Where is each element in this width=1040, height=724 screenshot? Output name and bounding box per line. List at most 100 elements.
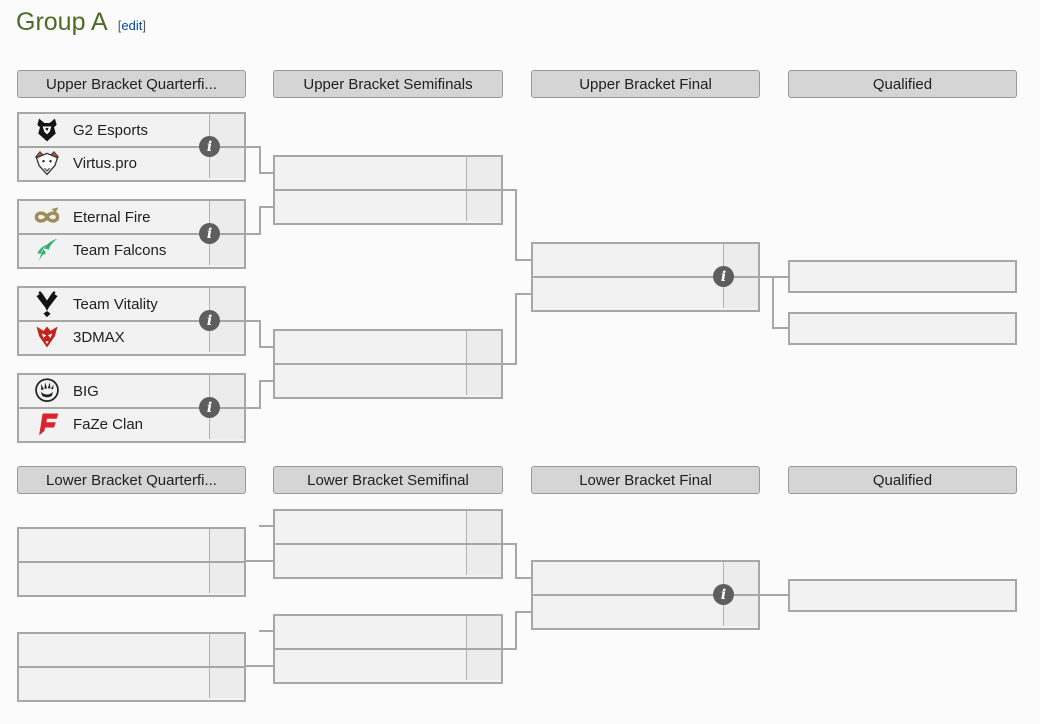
bracket-connector <box>259 206 261 235</box>
qualified-slot-2 <box>788 312 1017 345</box>
score-cell <box>466 545 501 575</box>
score-cell <box>209 529 244 561</box>
match-lb-qf1 <box>17 527 246 597</box>
team-falcons-logo <box>32 236 62 264</box>
bracket-connector <box>503 363 517 365</box>
bracket-connector <box>760 594 788 596</box>
bracket-connector <box>515 543 517 579</box>
match-lb-sf1 <box>273 509 503 579</box>
team-row-empty <box>275 189 501 221</box>
match-info-icon[interactable]: i <box>199 136 220 157</box>
edit-section: [edit] <box>118 18 146 33</box>
team-row-empty <box>275 363 501 395</box>
team-vitality-logo <box>32 290 62 318</box>
header-lower-qualified: Qualified <box>788 466 1017 494</box>
header-lower-semifinal: Lower Bracket Semifinal <box>273 466 503 494</box>
team-name: Eternal Fire <box>73 208 151 226</box>
edit-close-bracket: ] <box>142 18 146 33</box>
bracket-connector <box>515 611 531 613</box>
bracket-connector <box>772 276 774 329</box>
bracket-connector <box>259 380 273 382</box>
bracket-connector <box>246 320 260 322</box>
page-header: Group A [edit] <box>16 8 146 37</box>
team-row-empty <box>19 666 244 698</box>
bracket-connector <box>246 665 273 667</box>
score-cell <box>466 365 501 395</box>
team-row[interactable]: Team Falcons <box>19 233 244 265</box>
big-logo <box>32 377 62 405</box>
score-cell <box>209 563 244 593</box>
bracket-connector <box>515 259 531 261</box>
header-upper-semifinals: Upper Bracket Semifinals <box>273 70 503 98</box>
score-cell <box>466 157 501 189</box>
team-name: BIG <box>73 382 99 400</box>
faze-clan-logo <box>32 410 62 438</box>
team-name: G2 Esports <box>73 121 149 139</box>
score-cell <box>209 634 244 666</box>
team-row[interactable]: Virtus.pro <box>19 146 244 178</box>
match-info-icon[interactable]: i <box>199 397 220 418</box>
header-lower-quarterfinals: Lower Bracket Quarterfi... <box>17 466 246 494</box>
team-name: 3DMAX <box>73 328 125 346</box>
score-cell <box>466 191 501 221</box>
header-upper-quarterfinals: Upper Bracket Quarterfi... <box>17 70 246 98</box>
qualified-slot-3 <box>788 579 1017 612</box>
bracket-connector <box>772 327 788 329</box>
eternal-fire-logo <box>32 203 62 231</box>
match-lb-qf2 <box>17 632 246 702</box>
match-info-icon[interactable]: i <box>713 584 734 605</box>
team-row-empty <box>275 331 501 363</box>
match-info-icon[interactable]: i <box>199 223 220 244</box>
team-name: Team Vitality <box>73 295 158 313</box>
bracket-connector <box>259 346 273 348</box>
bracket-connector <box>259 146 261 174</box>
edit-open-bracket: [ <box>117 18 122 33</box>
team-row-empty <box>19 529 244 561</box>
bracket-connector <box>246 407 260 409</box>
header-upper-qualified: Qualified <box>788 70 1017 98</box>
team-row-empty <box>19 634 244 666</box>
header-upper-final: Upper Bracket Final <box>531 70 760 98</box>
edit-link[interactable]: edit <box>121 18 143 33</box>
match-ub-sf2 <box>273 329 503 399</box>
bracket-connector <box>259 172 273 174</box>
bracket-connector <box>515 577 531 579</box>
score-cell <box>466 650 501 680</box>
match-ub-sf1 <box>273 155 503 225</box>
team-name: Virtus.pro <box>73 154 137 172</box>
g2-esports-logo <box>32 116 62 144</box>
bracket-connector <box>503 648 517 650</box>
bracket-connector <box>259 206 273 208</box>
score-cell <box>466 331 501 363</box>
team-row-empty <box>275 616 501 648</box>
score-cell <box>209 668 244 698</box>
virtus-pro-logo <box>32 149 62 177</box>
3dmax-logo <box>32 323 62 351</box>
match-info-icon[interactable]: i <box>199 310 220 331</box>
bracket-connector <box>259 525 273 527</box>
team-row-empty <box>275 157 501 189</box>
score-cell <box>466 511 501 543</box>
match-ub-qf3: Team Vitality 3DMAX <box>17 286 246 356</box>
team-row[interactable]: G2 Esports <box>19 114 244 146</box>
bracket-connector <box>515 611 517 650</box>
bracket-connector <box>246 146 260 148</box>
bracket-connector <box>246 560 273 562</box>
team-name: Team Falcons <box>73 241 167 259</box>
bracket-connector <box>503 543 517 545</box>
match-ub-qf1: G2 Esports Virtus.pro <box>17 112 246 182</box>
team-row-empty <box>275 648 501 680</box>
bracket-connector <box>515 293 531 295</box>
qualified-slot-1 <box>788 260 1017 293</box>
bracket-connector <box>515 293 517 365</box>
bracket-connector <box>503 189 517 191</box>
match-info-icon[interactable]: i <box>713 266 734 287</box>
bracket-connector <box>760 276 788 278</box>
team-row-empty <box>275 543 501 575</box>
header-lower-final: Lower Bracket Final <box>531 466 760 494</box>
bracket-connector <box>259 380 261 409</box>
bracket-connector <box>246 233 260 235</box>
team-row[interactable]: Team Vitality <box>19 288 244 320</box>
team-row[interactable]: 3DMAX <box>19 320 244 352</box>
